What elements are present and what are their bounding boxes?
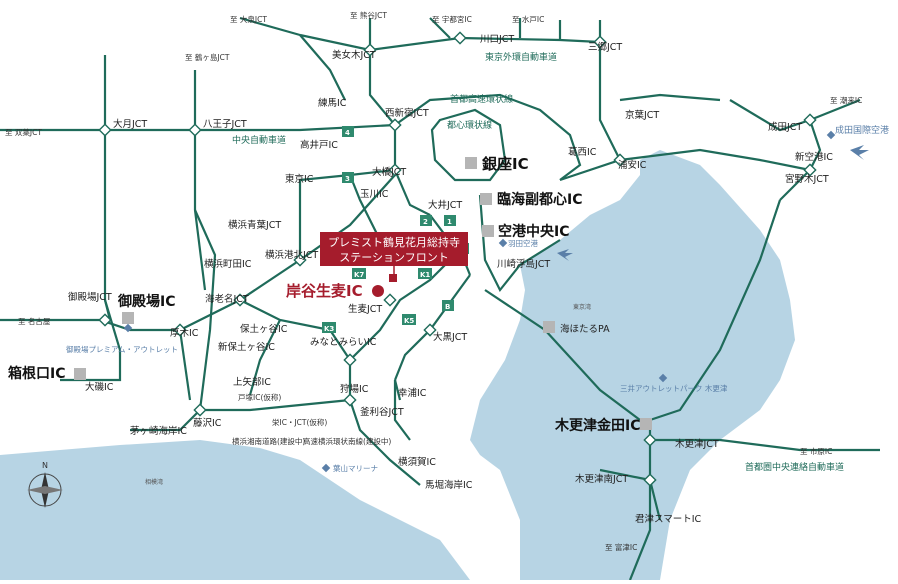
label-gotembajct: 御殿場JCT [68, 291, 112, 303]
label-haneda: 羽田空港 [508, 238, 538, 248]
label-tsurugashima: 至 鶴ヶ島JCT [185, 52, 230, 62]
label-kisarazuminami: 木更津南JCT [575, 473, 628, 485]
property-callout: プレミスト鶴見花月総持寺 ステーションフロント [320, 232, 468, 297]
label-yokohamakohoku: 横浜港北JCT [265, 249, 318, 261]
label-urayasu: 浦安IC [618, 159, 647, 171]
label-umihotaru: 海ほたるPA [560, 323, 610, 335]
property-name-line1: プレミスト鶴見花月総持寺 [328, 235, 460, 249]
label-yokohamamachida: 横浜町田IC [204, 258, 252, 270]
label-ebina: 海老名JCT [205, 293, 249, 305]
label-bijogi: 美女木JCT [332, 49, 376, 61]
major-ic-boxes [74, 157, 652, 430]
label-yokohamaaoba: 横浜青葉JCT [228, 219, 281, 231]
label-misato: 三郷JCT [588, 42, 622, 53]
tag-k5: K5 [404, 317, 414, 325]
label-namikiri: 釜利谷JCT [360, 406, 404, 418]
label-tamagawa: 玉川IC [360, 189, 389, 200]
label-daikoku: 大黒JCT [433, 331, 467, 343]
label-hodogaya: 保土ヶ谷IC [240, 323, 288, 335]
station-marker [372, 285, 384, 297]
tag-3: 3 [345, 175, 350, 183]
label-kisarazujct: 木更津JCT [675, 438, 719, 450]
label-station: 岸谷生麦IC [286, 282, 363, 300]
narita-plane-icon [850, 145, 869, 160]
label-yokohamashonan: 横浜湘南道路(建設中) [232, 436, 305, 446]
label-ichihara: 至 市原IC [800, 446, 832, 456]
label-gaikan: 東京外環自動車道 [485, 51, 557, 63]
label-kimitsu: 君津スマートIC [635, 514, 702, 525]
label-kannami: 至 潮来IC [830, 95, 862, 105]
label-otsuki: 大月JCT [113, 118, 147, 130]
label-mabori: 馬堀海岸IC [425, 479, 473, 491]
label-toshin: 都心環状線 [447, 119, 492, 131]
tag-4: 4 [345, 129, 350, 137]
haneda-plane-icon [557, 249, 573, 261]
label-hayama: 葉山マリーナ [333, 463, 378, 473]
label-sakae: 栄IC・JCT(仮称) [272, 417, 327, 427]
label-chigasaki: 茅ヶ崎海岸IC [130, 425, 187, 437]
label-naritaap: 成田国際空港 [835, 124, 889, 136]
sagami-bay [0, 440, 470, 580]
label-nagoya: 至 名古屋 [18, 316, 51, 326]
label-sachiura: 幸浦IC [398, 387, 427, 399]
label-fujisawa: 藤沢IC [193, 417, 222, 429]
label-hakone: 箱根口IC [8, 365, 65, 382]
label-kumagaya: 至 熊谷JCT [350, 10, 387, 20]
tag-k1: K1 [420, 271, 430, 279]
label-kenogawa: 首都圏中央連絡自動車道 [745, 461, 844, 473]
label-ginza: 銀座IC [482, 155, 529, 173]
label-nishishinjuku: 西新宿JCT [385, 107, 429, 119]
label-ohashi: 大橋JCT [372, 166, 406, 178]
tag-2: 2 [423, 218, 428, 226]
label-tokyo: 東京IC [285, 173, 314, 185]
label-kisarazu: 木更津金田IC [554, 417, 640, 434]
label-kawaguchi: 川口JCT [480, 34, 514, 45]
label-shinkuko: 新空港IC [795, 151, 833, 163]
label-kawasakiukishima: 川崎浮島JCT [497, 258, 550, 270]
label-minatomirai: みなとみらいIC [310, 337, 377, 348]
tag-k3: K3 [324, 325, 334, 333]
label-takaido: 高井戸IC [300, 139, 338, 151]
label-yokosuka: 横須賀IC [398, 456, 436, 468]
tag-k7: K7 [354, 271, 364, 279]
label-gotemba: 御殿場IC [117, 293, 175, 310]
tag-1: 1 [447, 218, 452, 226]
label-shutoko: 首都高速環状線 [450, 93, 513, 105]
label-rinkai: 臨海副都心IC [497, 191, 582, 208]
label-premiumoutlet: 御殿場プレミアム・アウトレット [66, 344, 178, 354]
label-atsugi: 厚木IC [170, 327, 199, 339]
label-shinhodogaya: 新保土ヶ谷IC [218, 341, 275, 353]
label-mito: 至 水戸IC [512, 14, 544, 24]
label-oijct: 大井JCT [428, 199, 462, 211]
label-hachioji: 八王子JCT [203, 119, 247, 130]
property-name-line2: ステーションフロント [339, 251, 448, 264]
label-oizumi: 至 大泉JCT [230, 14, 267, 24]
label-tokyobay: 東京湾 [573, 303, 591, 311]
label-chuo: 中央自動車道 [232, 134, 286, 146]
compass-icon: N [27, 461, 63, 508]
label-miyanoki: 宮野木JCT [785, 173, 829, 185]
svg-text:N: N [42, 461, 48, 470]
label-keiyo: 京葉JCT [625, 109, 659, 121]
label-sagami: 相模湾 [145, 478, 163, 486]
label-sokan: 至 双葉JCT [5, 127, 42, 137]
airport-marks [123, 130, 869, 473]
label-kamiyabe: 上矢部IC [233, 376, 271, 388]
tokyo-bay [470, 150, 795, 580]
label-kuko: 空港中央IC [498, 223, 569, 240]
label-nerima: 練馬IC [318, 97, 347, 109]
label-futtsu: 至 富津IC [605, 542, 637, 552]
tag-b: B [445, 303, 450, 311]
label-mitsui: 三井アウトレットパーク 木更津 [620, 383, 728, 393]
label-kosoku: 高速横浜環状南線(建設中) [303, 436, 391, 446]
label-kariba: 狩場IC [340, 383, 369, 395]
label-narita: 成田JCT [768, 121, 802, 133]
label-totsuka: 戸塚IC(仮称) [238, 392, 281, 402]
label-utsunomiya: 至 宇都宮IC [432, 14, 472, 24]
label-oiso: 大磯IC [85, 381, 114, 393]
label-namamugi: 生麦JCT [348, 303, 382, 315]
label-kasai: 葛西IC [568, 146, 597, 158]
